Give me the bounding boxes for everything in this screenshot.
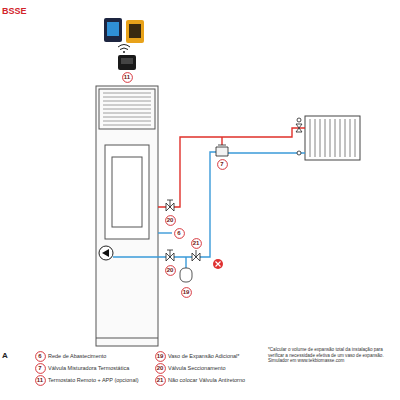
grille-slat: [103, 105, 151, 106]
grille-slat: [103, 113, 151, 114]
radiator-fin: [315, 119, 316, 157]
callout-number: 21: [191, 238, 202, 249]
return-pipe: [113, 152, 305, 268]
flow-pipe: [158, 128, 305, 207]
callout-number: 20: [155, 363, 166, 374]
callout-number-text: 20: [165, 265, 176, 276]
callout-number-text: 19: [181, 287, 192, 298]
grille-slat: [103, 93, 151, 94]
callout-number: 7: [35, 363, 46, 374]
callout-number-text: 7: [217, 159, 228, 170]
legend-entry: Vaso de Expansão Adicional*: [168, 353, 239, 359]
callout-number: 21: [155, 375, 166, 386]
callout-number: 7: [217, 159, 228, 170]
section-letter: A: [2, 351, 8, 361]
callout-number-text: 21: [155, 375, 166, 386]
grille-slat: [103, 101, 151, 102]
forbidden-mark: [213, 259, 223, 269]
expansion-vessel: [180, 268, 192, 282]
radiator: [305, 116, 360, 160]
callout-number-text: 6: [174, 228, 185, 239]
callout-number: 6: [35, 351, 46, 362]
callout-number: 11: [35, 375, 46, 386]
legend-entry: Não colocar Válvula Antiretorno: [168, 377, 245, 383]
callout-number-text: 11: [122, 72, 133, 83]
grille-slat: [103, 121, 151, 122]
grille-slat: [103, 125, 151, 126]
callout-number-text: 21: [191, 238, 202, 249]
grille-slat: [103, 97, 151, 98]
radiator-fin: [320, 119, 321, 157]
radiator-fin: [330, 119, 331, 157]
grille-slat: [103, 109, 151, 110]
radiator-fin: [340, 119, 341, 157]
callout-number: 20: [165, 265, 176, 276]
radiator-fin: [310, 119, 311, 157]
callout-number-text: 11: [35, 375, 46, 386]
callout-number-text: 20: [155, 363, 166, 374]
radiator-fin: [335, 119, 336, 157]
callout-number: 19: [155, 351, 166, 362]
callout-number-text: 7: [35, 363, 46, 374]
radiator-fin: [350, 119, 351, 157]
callout-number-text: 19: [155, 351, 166, 362]
callout-number: 20: [165, 215, 176, 226]
grille-slat: [103, 117, 151, 118]
callout-number-text: 6: [35, 351, 46, 362]
legend-entry: Válvula Seccionamento: [168, 365, 225, 371]
valve-symbols: [166, 118, 302, 261]
radiator-fin: [325, 119, 326, 157]
circulator-pump: [99, 246, 113, 260]
legend-entry: Termostato Remoto + APP (opcional): [48, 377, 139, 383]
legend-entry: Válvula Misturadora Termostática: [48, 365, 129, 371]
callout-number: 6: [174, 228, 185, 239]
legend-entry: Rede de Abastecimento: [48, 353, 106, 359]
callout-number: 19: [181, 287, 192, 298]
radiator-fin: [355, 119, 356, 157]
callout-number-text: 20: [165, 215, 176, 226]
callout-number: 11: [122, 72, 133, 83]
footnote: *Calcular o volume de expansão total da …: [268, 347, 390, 364]
pellet-stove: [96, 86, 158, 346]
radiator-fin: [345, 119, 346, 157]
remote-thermostat-icons: [104, 18, 144, 70]
brand-logo: BSSE: [2, 6, 27, 17]
